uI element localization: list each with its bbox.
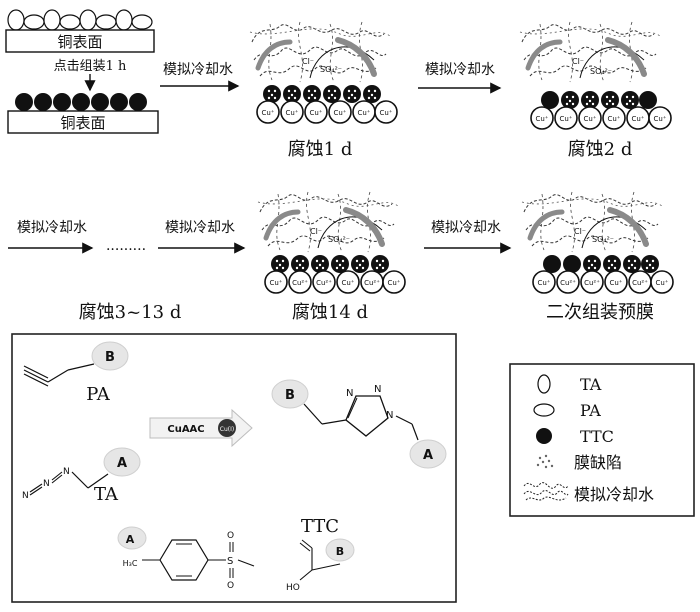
stage-secondary-assembly: Cl⁻ SO₄²⁻ Cu⁺ Cu²⁺ Cu²⁺ Cu⁺ Cu²⁺ Cu⁺: [522, 192, 674, 294]
svg-text:A: A: [126, 533, 135, 546]
stage-corrosion-2d: Cl⁻ SO₄²⁻ Cu⁺ Cu⁺ Cu⁺ Cu⁺ Cu⁺ Cu⁺: [520, 22, 672, 130]
svg-text:Cu²⁺: Cu²⁺: [316, 279, 332, 287]
svg-text:Cu⁺: Cu⁺: [607, 115, 620, 123]
svg-text:S: S: [227, 556, 233, 567]
pa-label: PA: [86, 384, 110, 405]
legend-item-pa: PA: [533, 401, 601, 420]
catalyst-label: Cu(I): [220, 426, 234, 433]
svg-text:Cl⁻: Cl⁻: [574, 227, 586, 236]
stage-corrosion-14d: Cl⁻ SO₄²⁻ Cu⁺ Cu²⁺ Cu²⁺ Cu⁺ Cu²⁺ Cu⁺: [258, 192, 406, 294]
reaction-panel: [11, 333, 457, 603]
svg-text:TA: TA: [580, 375, 602, 394]
substrate-label-2: 铜表面: [60, 114, 105, 132]
svg-text:SO₄²⁻: SO₄²⁻: [320, 65, 342, 74]
ttc-layer: [15, 93, 147, 111]
ta-pa-layer: [7, 9, 153, 31]
arrow-label-3: 模拟冷却水: [17, 220, 87, 236]
filled-circle-icon: [536, 428, 552, 444]
cuaac-arrow: CuAAC Cu(I): [149, 408, 253, 448]
svg-text:B: B: [336, 545, 344, 558]
ta-label: TA: [94, 484, 119, 505]
svg-text:Cu⁺: Cu⁺: [631, 115, 644, 123]
svg-text:Cu⁺: Cu⁺: [261, 109, 274, 117]
svg-text:Cu⁺: Cu⁺: [609, 279, 622, 287]
cuaac-label: CuAAC: [167, 424, 204, 435]
substrate-top-left: 铜表面: [5, 9, 155, 53]
svg-text:Cu⁺: Cu⁺: [387, 279, 400, 287]
group-a-label: A: [117, 456, 127, 471]
svg-text:SO₄²⁻: SO₄²⁻: [328, 235, 350, 244]
svg-text:模拟冷却水: 模拟冷却水: [574, 485, 654, 504]
svg-text:B: B: [285, 388, 295, 403]
stage-label-secondary: 二次组装预膜: [546, 302, 654, 323]
svg-text:Cu⁺: Cu⁺: [379, 109, 392, 117]
svg-text:A: A: [423, 448, 433, 463]
svg-text:O: O: [227, 581, 234, 591]
svg-text:Cu⁺: Cu⁺: [333, 109, 346, 117]
svg-text:Cu⁺: Cu⁺: [537, 279, 550, 287]
assemble-step-label: 点击组装1 h: [54, 59, 127, 74]
hydroxyl-label: HO: [286, 583, 300, 593]
legend-item-ttc: TTC: [536, 427, 614, 446]
svg-text:Cu⁺: Cu⁺: [269, 279, 282, 287]
substrate-bottom-left: 铜表面: [7, 93, 159, 134]
legend-item-ta: TA: [537, 374, 602, 394]
svg-text:N: N: [63, 467, 70, 477]
arrow-label-5: 模拟冷却水: [431, 220, 501, 236]
ta-molecule: N N N A TA: [22, 447, 141, 505]
stage-label-2d: 腐蚀2 d: [568, 139, 633, 160]
svg-text:Cu⁺: Cu⁺: [583, 115, 596, 123]
svg-text:Cl⁻: Cl⁻: [572, 57, 584, 66]
svg-text:N: N: [346, 388, 353, 399]
arrow-label-1: 模拟冷却水: [163, 62, 233, 78]
legend-item-cooling-water: 模拟冷却水: [523, 482, 654, 504]
stage-label-14d: 腐蚀14 d: [292, 302, 368, 323]
pa-molecule: B PA: [23, 341, 129, 405]
stage-corrosion-1d: Cl⁻ SO₄²⁻ Cu⁺ Cu⁺ Cu⁺ Cu⁺ Cu⁺ Cu⁺: [250, 22, 398, 124]
svg-text:TTC: TTC: [580, 427, 614, 446]
svg-text:Cu⁺: Cu⁺: [341, 279, 354, 287]
arrow-label-2: 模拟冷却水: [425, 62, 495, 78]
group-b-label: B: [105, 350, 115, 365]
svg-text:N: N: [374, 384, 381, 395]
stage-label-3-13d: 腐蚀3~13 d: [79, 302, 182, 323]
legend-item-defect: 膜缺陷: [536, 453, 622, 472]
svg-text:Cu²⁺: Cu²⁺: [584, 279, 600, 287]
svg-text:Cu⁺: Cu⁺: [309, 109, 322, 117]
svg-text:PA: PA: [580, 401, 601, 420]
ttc-label: TTC: [301, 516, 339, 537]
svg-text:Cu²⁺: Cu²⁺: [292, 279, 308, 287]
svg-text:SO₄²⁻: SO₄²⁻: [590, 67, 612, 76]
svg-text:膜缺陷: 膜缺陷: [574, 453, 622, 472]
svg-text:Cl⁻: Cl⁻: [310, 227, 322, 236]
svg-text:N: N: [22, 491, 29, 501]
substrate-label: 铜表面: [57, 33, 102, 51]
svg-text:Cu⁺: Cu⁺: [655, 279, 668, 287]
arrow-label-4: 模拟冷却水: [165, 220, 235, 236]
svg-text:N: N: [386, 410, 393, 421]
horizontal-ellipse-icon: [533, 403, 555, 417]
vertical-ellipse-icon: [537, 374, 551, 394]
triazole-product: B N N N A: [271, 379, 447, 469]
svg-text:Cu⁺: Cu⁺: [653, 115, 666, 123]
svg-text:Cu⁺: Cu⁺: [285, 109, 298, 117]
stage-label-1d: 腐蚀1 d: [288, 139, 353, 160]
svg-text:SO₄²⁻: SO₄²⁻: [592, 235, 614, 244]
continuation-dots: .........: [106, 238, 146, 254]
svg-text:Cu²⁺: Cu²⁺: [560, 279, 576, 287]
cooling-water-icon: [523, 482, 569, 501]
toluene-sulfonyl: A H₃C S O O: [117, 526, 255, 591]
svg-text:Cu⁺: Cu⁺: [357, 109, 370, 117]
svg-text:Cl⁻: Cl⁻: [302, 57, 314, 66]
svg-text:O: O: [227, 531, 234, 541]
svg-text:Cu²⁺: Cu²⁺: [364, 279, 380, 287]
methyl-label: H₃C: [123, 559, 138, 568]
svg-text:N: N: [43, 479, 50, 489]
svg-text:Cu⁺: Cu⁺: [559, 115, 572, 123]
svg-text:Cu²⁺: Cu²⁺: [632, 279, 648, 287]
svg-text:Cu⁺: Cu⁺: [535, 115, 548, 123]
ttc-molecule: TTC B HO: [286, 516, 355, 593]
film-defect-icon: [536, 454, 554, 469]
